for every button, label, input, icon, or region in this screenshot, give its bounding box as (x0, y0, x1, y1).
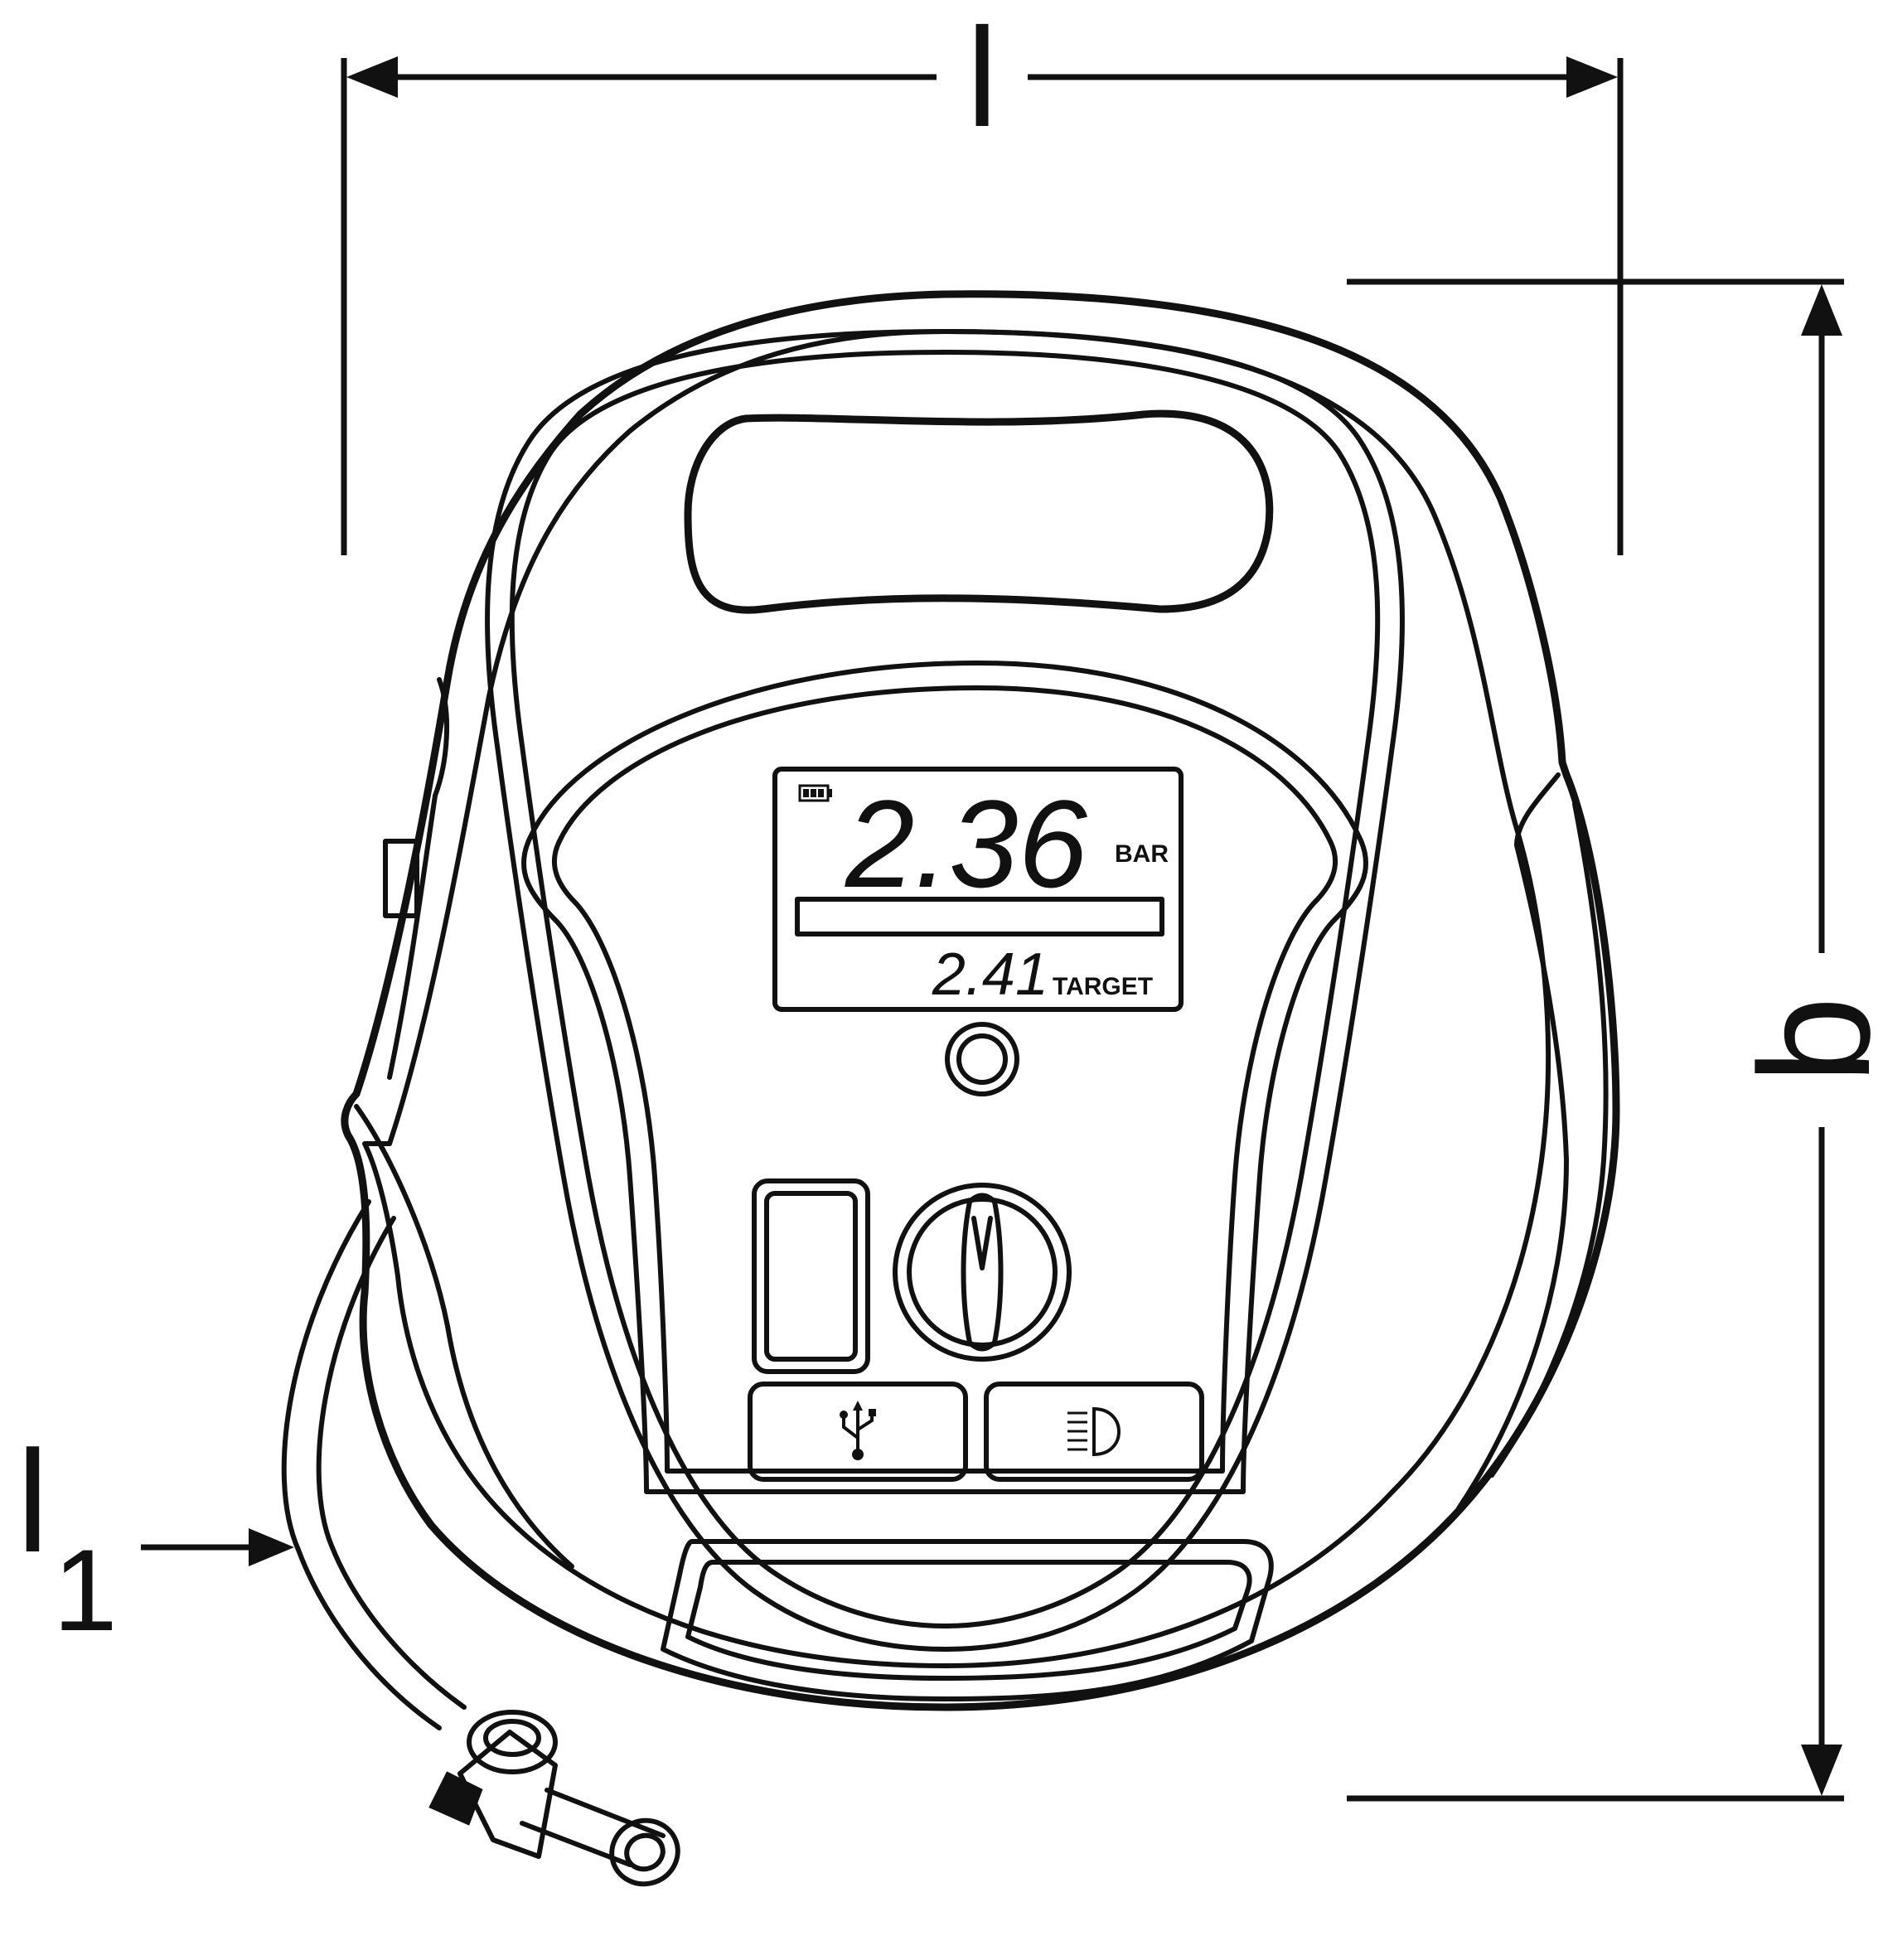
light-button[interactable] (984, 1382, 1204, 1482)
storage-compartment (661, 1539, 1274, 1701)
dimension-l: l (341, 0, 1624, 555)
hose-label: l1 (17, 1421, 118, 1655)
hose-outer-line (281, 1199, 442, 1730)
progress-bar-frame (795, 897, 1164, 936)
power-switch[interactable] (752, 1178, 870, 1374)
nozzle-tip (609, 1817, 680, 1887)
outer-shell (341, 290, 1620, 1711)
hose-inner-line (316, 1216, 467, 1710)
inflator-body: 2.36 BAR 2.41 TARGET (341, 290, 1620, 1711)
carry-handle (684, 409, 1274, 614)
side-switch (383, 839, 419, 918)
usb-button[interactable] (748, 1382, 968, 1482)
control-panel-surround (521, 661, 1368, 1494)
arrow-left-icon (346, 56, 398, 98)
connector-cap-inner (483, 1719, 541, 1757)
front-panel (485, 329, 1405, 1652)
dimension-b: b (1347, 278, 1883, 1802)
pressure-reading: 2.36 (845, 774, 1088, 913)
target-reading: 2.41 (932, 941, 1048, 1008)
connector-cap (467, 1710, 558, 1774)
arrow-pointer-icon (249, 1528, 294, 1566)
valve-connector (428, 1710, 680, 1887)
air-hose (281, 1199, 467, 1730)
arrow-down-icon (1801, 1745, 1842, 1796)
control-panel-inner (551, 685, 1338, 1474)
arrow-up-icon (1801, 284, 1842, 336)
length-label: l (966, 0, 998, 157)
connector-body (457, 1730, 558, 1859)
height-label: b (1727, 996, 1883, 1084)
set-button[interactable] (945, 1022, 1019, 1096)
right-grip-ridge (1456, 772, 1569, 1511)
usb-icon (840, 1401, 876, 1460)
pressure-unit: BAR (1115, 840, 1169, 868)
pressure-dial[interactable] (893, 1183, 1072, 1362)
nozzle-hole (624, 1832, 666, 1872)
left-grip-ridge (354, 1104, 574, 1569)
front-panel-inner (509, 350, 1381, 1628)
headlight-icon (1067, 1406, 1121, 1457)
left-side-panel (387, 677, 450, 1080)
battery-icon (798, 784, 832, 802)
right-grip-ridge-outer (1489, 801, 1609, 1478)
power-switch-inner (764, 1191, 858, 1362)
set-button-inner (956, 1033, 1008, 1085)
dial-grip-icon (961, 1193, 1004, 1352)
lcd-screen (772, 767, 1184, 1012)
target-label: TARGET (1053, 973, 1153, 1000)
storage-compartment-inner (685, 1560, 1252, 1681)
dimension-l1: l1 (17, 1421, 294, 1655)
arrow-right-icon (1566, 56, 1618, 98)
